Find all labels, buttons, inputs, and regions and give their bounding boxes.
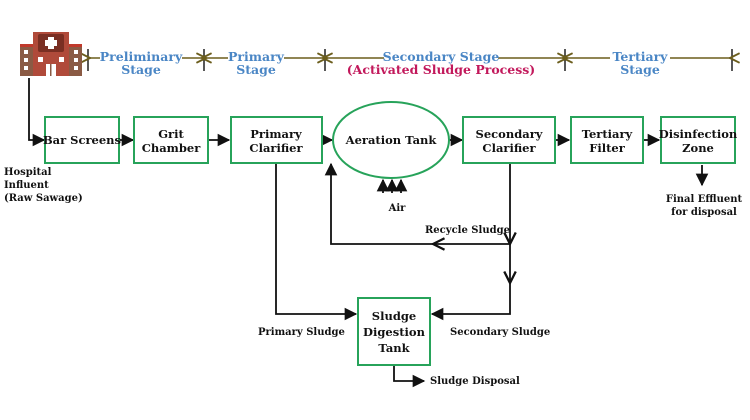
disinfection-zone-line2: Zone [682, 141, 714, 155]
stage-tertiary-line1: Tertiary [613, 49, 669, 64]
sludge-digestion-line2: Digestion [363, 325, 426, 339]
primary-sludge-arrow [275, 163, 358, 321]
stage-secondary-line2: (Activated Sludge Process) [347, 62, 535, 77]
stage-header: Preliminary Stage Primary Stage Secondar… [88, 49, 732, 77]
secondary-sludge-label: Secondary Sludge [450, 327, 550, 338]
node-secondary-clarifier: Secondary Clarifier [462, 116, 556, 164]
recycle-return-arrow [324, 162, 433, 245]
tertiary-filter-line1: Tertiary [582, 127, 633, 141]
influent-label-line1: Hospital [4, 167, 52, 178]
tertiary-filter-line2: Filter [589, 141, 626, 155]
grit-chamber-line1: Grit [158, 127, 184, 141]
primary-clarifier-line1: Primary [250, 127, 302, 141]
stage-preliminary-line2: Stage [121, 62, 161, 77]
hospital-icon [20, 32, 82, 76]
primary-sludge-label: Primary Sludge [258, 327, 345, 338]
secondary-sludge-arrow [430, 283, 511, 321]
air-arrows [376, 178, 408, 193]
secondary-clarifier-line2: Clarifier [482, 141, 536, 155]
node-grit-chamber: Grit Chamber [133, 116, 209, 164]
node-disinfection-zone: Disinfection Zone [659, 116, 738, 164]
stage-tertiary-line2: Stage [620, 62, 660, 77]
stage-primary-line2: Stage [236, 62, 276, 77]
sludge-digestion-line1: Sludge [372, 309, 416, 323]
stage-primary-line1: Primary [228, 49, 285, 64]
primary-clarifier-line2: Clarifier [249, 141, 303, 155]
stage-preliminary-line1: Preliminary [100, 49, 183, 64]
final-effluent-line1: Final Effluent [666, 194, 743, 205]
disinfection-zone-line1: Disinfection [659, 127, 738, 141]
node-bar-screens: Bar Screens [43, 116, 121, 164]
final-effluent-line2: for disposal [671, 207, 737, 218]
grit-chamber-line2: Chamber [142, 141, 201, 155]
recycle-sludge-label: Recycle Sludge [425, 225, 510, 236]
bar-screens-label: Bar Screens [43, 133, 121, 147]
sludge-disposal-label: Sludge Disposal [430, 376, 520, 387]
air-label: Air [388, 203, 407, 214]
sludge-disposal-arrow [393, 365, 426, 388]
influent-arrow [28, 78, 46, 147]
secondary-clarifier-line1: Secondary [476, 127, 543, 141]
sludge-digestion-line3: Tank [378, 341, 410, 355]
stage-secondary-line1: Secondary Stage [383, 49, 500, 64]
influent-label: Hospital Influent (Raw Sawage) [4, 167, 83, 204]
node-aeration-tank: Aeration Tank [332, 101, 450, 179]
influent-label-line3: (Raw Sawage) [4, 193, 83, 204]
node-tertiary-filter: Tertiary Filter [570, 116, 644, 164]
influent-label-line2: Influent [4, 180, 49, 191]
node-sludge-digestion-tank: Sludge Digestion Tank [357, 297, 431, 366]
node-primary-clarifier: Primary Clarifier [230, 116, 323, 164]
aeration-tank-label: Aeration Tank [345, 133, 438, 147]
